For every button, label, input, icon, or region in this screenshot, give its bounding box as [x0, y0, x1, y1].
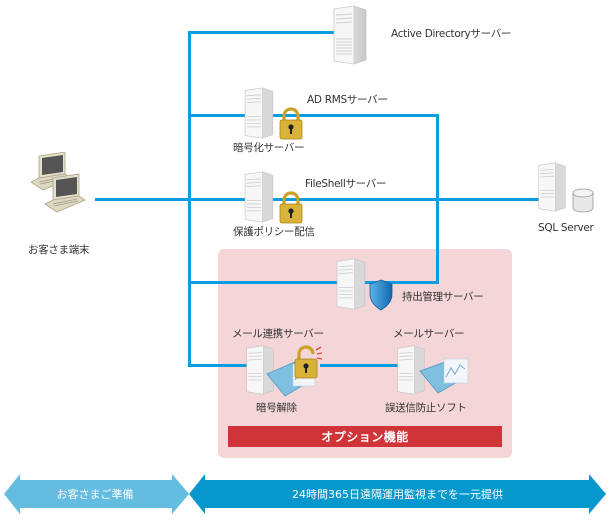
- managed-service-arrow: [189, 474, 606, 514]
- sql-server-label: SQL Server: [538, 222, 594, 234]
- client-label: お客さま端末: [28, 244, 90, 256]
- connector-mail-servers: [320, 364, 400, 367]
- server-icon: [538, 162, 566, 212]
- managed-service-label: 24時間365日遠隔運用監視までを一元提供: [292, 488, 503, 501]
- option-feature-banner: オプション機能: [228, 426, 502, 447]
- lock-icon: [279, 191, 303, 224]
- active-directory-label: Active Directoryサーバー: [391, 28, 512, 40]
- database-icon: [572, 188, 594, 213]
- fileshell-label: FileShellサーバー: [305, 178, 387, 190]
- connector-client-sql: [95, 198, 540, 201]
- lock-icon: [279, 107, 303, 140]
- connector-active-directory: [188, 31, 335, 34]
- connector-export-mgmt: [188, 281, 439, 284]
- mail-server-label: メールサーバー: [393, 328, 465, 340]
- mail-link-label: メール連携サーバー: [232, 328, 324, 340]
- mail-envelope-icon: [419, 358, 469, 394]
- mail-server-role-label: 誤送信防止ソフト: [385, 402, 467, 414]
- export-mgmt-label: 持出管理サーバー: [402, 291, 484, 303]
- server-icon: [336, 258, 366, 310]
- connector-mail-link: [188, 364, 248, 367]
- connector-ad-rms: [188, 114, 439, 117]
- ad-rms-label: AD RMSサーバー: [307, 94, 388, 106]
- unlocked-lock-icon: [294, 345, 323, 379]
- server-icon: [333, 5, 367, 65]
- server-icon: [397, 345, 425, 395]
- ad-rms-role-label: 暗号化サーバー: [233, 142, 305, 154]
- customer-prep-arrow: [4, 474, 189, 514]
- shield-icon: [369, 279, 393, 311]
- fileshell-role-label: 保護ポリシー配信: [233, 226, 315, 238]
- laptop-icon: [30, 152, 86, 213]
- server-icon: [246, 345, 274, 395]
- server-icon: [244, 87, 274, 139]
- customer-prep-label: お客さまご準備: [56, 488, 134, 501]
- mail-link-role-label: 暗号解除: [256, 402, 297, 414]
- server-icon: [244, 171, 274, 223]
